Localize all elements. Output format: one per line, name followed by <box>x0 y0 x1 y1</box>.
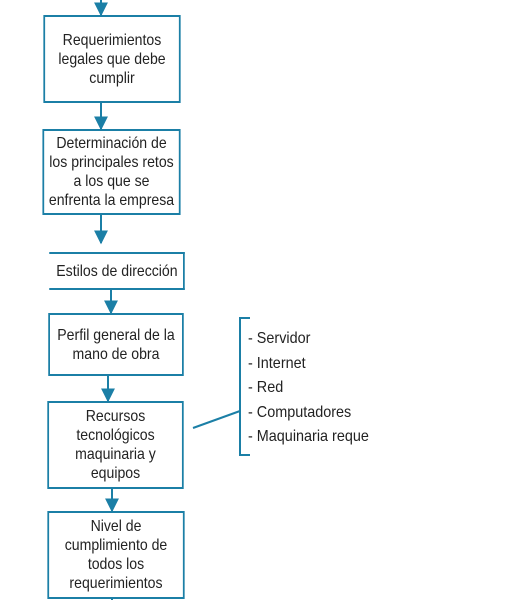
box-requerimientos-legales-text: Requerimientos legales que debe cumplir <box>58 31 166 87</box>
box-recursos-tecnologicos: Recursos tecnológicos maquinaria y equip… <box>47 401 184 489</box>
resource-list-bracket <box>239 317 250 456</box>
box-estilos-direccion: Estilos de dirección <box>49 252 185 290</box>
box-principales-retos-text: Determinación de los principales retos a… <box>48 135 175 209</box>
box-recursos-tecnologicos-text: Recursos tecnológicos maquinaria y equip… <box>75 408 156 482</box>
resource-list: - Servidor - Internet - Red - Computador… <box>248 327 388 457</box>
resource-list-item: - Red <box>248 379 284 396</box>
resource-list-item: - Internet <box>248 354 306 372</box>
resource-list-item: - Maquinaria reque <box>248 428 369 445</box>
connector-recursos-to-list <box>192 410 241 429</box>
box-requerimientos-legales: Requerimientos legales que debe cumplir <box>43 15 181 103</box>
resource-list-item: - Computadores <box>248 403 352 421</box>
box-nivel-cumplimiento-text: Nivel de cumplimiento de todos los reque… <box>64 518 168 592</box>
box-perfil-mano-obra: Perfil general de la mano de obra <box>48 313 184 376</box>
box-nivel-cumplimiento: Nivel de cumplimiento de todos los reque… <box>47 511 185 599</box>
box-principales-retos: Determinación de los principales retos a… <box>42 129 181 215</box>
box-estilos-direccion-text: Estilos de dirección <box>56 262 178 280</box>
box-perfil-mano-obra-text: Perfil general de la mano de obra <box>57 326 175 363</box>
resource-list-item: - Servidor <box>248 330 311 347</box>
